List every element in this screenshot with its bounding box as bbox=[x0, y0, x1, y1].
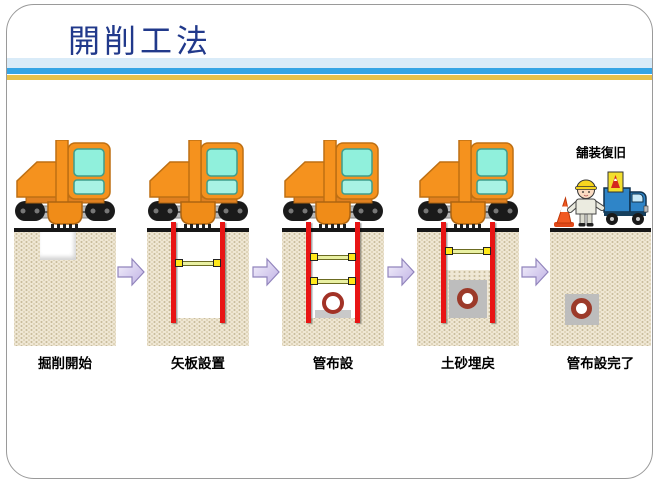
strut-brace bbox=[307, 252, 359, 262]
pipe-cross-section bbox=[571, 298, 592, 319]
sheet-pile-right bbox=[355, 222, 360, 323]
strut-end bbox=[348, 277, 356, 285]
stage-excavation-start: 掘削開始 bbox=[14, 140, 116, 372]
stage-label: 土砂埋戻 bbox=[441, 356, 495, 371]
strut-brace bbox=[307, 276, 359, 286]
excavator-icon bbox=[417, 140, 519, 230]
stage-sheet-pile-installation: 矢板設置 bbox=[147, 140, 249, 372]
arrow-right-icon bbox=[520, 256, 550, 288]
title-underline-stripes bbox=[7, 58, 652, 80]
stripe-light-blue bbox=[7, 58, 652, 68]
stage-label: 矢板設置 bbox=[171, 356, 225, 371]
trench bbox=[441, 222, 495, 323]
excavator-icon bbox=[14, 140, 116, 230]
strut-end bbox=[310, 277, 318, 285]
stage-pipe-laying: 管布設 bbox=[282, 140, 384, 372]
machine-area bbox=[417, 140, 519, 230]
truck-icon bbox=[603, 171, 649, 225]
sheet-pile-left bbox=[171, 222, 176, 323]
strut-brace bbox=[442, 246, 494, 256]
trench bbox=[306, 222, 360, 323]
strut-end bbox=[213, 259, 221, 267]
arrow-right-icon bbox=[386, 256, 416, 288]
machine-area bbox=[14, 140, 116, 230]
excavator-icon bbox=[282, 140, 384, 230]
stripe-gap bbox=[7, 74, 652, 75]
pipe-cross-section bbox=[457, 288, 478, 309]
pipe-bedding bbox=[565, 294, 599, 325]
stage-pipe-laying-complete: 舗装復旧 bbox=[550, 140, 651, 372]
stage-label: 管布設 bbox=[312, 356, 354, 371]
arrow-right-icon bbox=[251, 256, 281, 288]
excavated-notch bbox=[40, 232, 76, 260]
trench bbox=[171, 222, 225, 323]
strut-end bbox=[310, 253, 318, 261]
ground-cross-section bbox=[14, 228, 116, 346]
restoration-scene bbox=[554, 171, 649, 227]
excavator-icon bbox=[147, 140, 249, 230]
sheet-pile-left bbox=[441, 222, 446, 323]
sheet-pile-left bbox=[306, 222, 311, 323]
pipe-bedding bbox=[315, 310, 351, 318]
ground-cross-section bbox=[417, 222, 519, 346]
machine-area bbox=[282, 140, 384, 230]
stripe-yellow bbox=[7, 75, 652, 80]
pavement-restoration-label: 舗装復旧 bbox=[575, 146, 626, 160]
ground-cross-section bbox=[282, 222, 384, 346]
stripe-blue bbox=[7, 68, 652, 74]
stage-label: 管布設完了 bbox=[566, 356, 635, 371]
sheet-pile-right bbox=[220, 222, 225, 323]
pipe-cross-section bbox=[322, 292, 344, 314]
ground-cross-section bbox=[147, 222, 249, 346]
ground-cross-section bbox=[550, 228, 651, 346]
arrow-right-icon bbox=[116, 256, 146, 288]
stage-backfilling: 土砂埋戻 bbox=[417, 140, 519, 372]
stage-label: 掘削開始 bbox=[38, 356, 92, 371]
strut-end bbox=[445, 247, 453, 255]
strut-end bbox=[175, 259, 183, 267]
page-title: 開削工法 bbox=[68, 23, 213, 59]
sheet-pile-right bbox=[490, 222, 495, 323]
worker-icon bbox=[567, 179, 605, 227]
pipe-bedding bbox=[449, 280, 487, 318]
strut-brace bbox=[172, 258, 224, 268]
strut-end bbox=[348, 253, 356, 261]
strut-end bbox=[483, 247, 491, 255]
machine-area bbox=[147, 140, 249, 230]
